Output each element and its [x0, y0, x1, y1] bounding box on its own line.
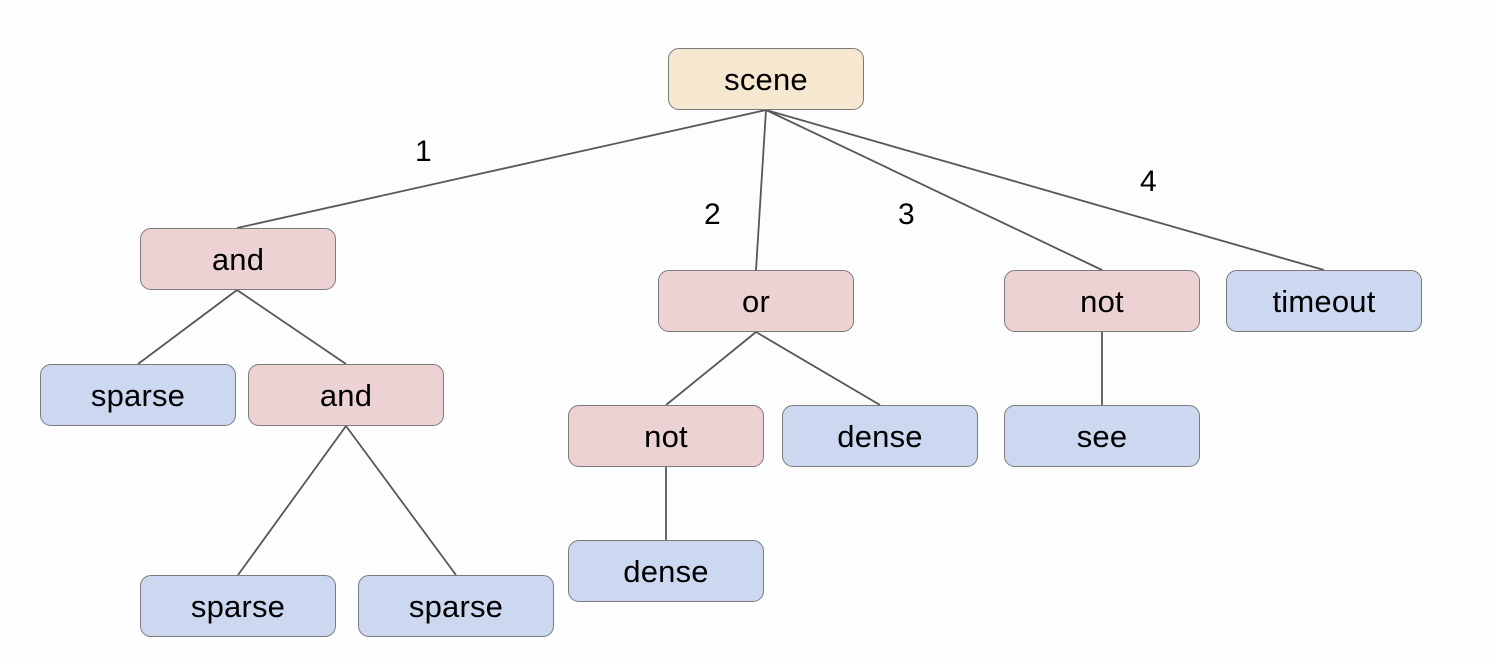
tree-edge [765, 109, 1325, 271]
tree-node-sparse1[interactable]: sparse [40, 364, 236, 426]
tree-node-dense2[interactable]: dense [568, 540, 764, 602]
tree-node-or1[interactable]: or [658, 270, 854, 332]
tree-edge [237, 425, 347, 576]
tree-edge [345, 425, 457, 576]
tree-edge [236, 109, 767, 229]
edge-label: 2 [704, 198, 721, 231]
tree-node-see1[interactable]: see [1004, 405, 1200, 467]
tree-edge [765, 109, 1103, 271]
tree-node-scene[interactable]: scene [668, 48, 864, 110]
tree-node-sparse2[interactable]: sparse [140, 575, 336, 637]
tree-node-and2[interactable]: and [248, 364, 444, 426]
tree-node-timeout1[interactable]: timeout [1226, 270, 1422, 332]
tree-edge [236, 289, 347, 365]
tree-edge [137, 289, 238, 365]
tree-edge [665, 331, 757, 406]
tree-node-not1[interactable]: not [1004, 270, 1200, 332]
tree-node-sparse3[interactable]: sparse [358, 575, 554, 637]
edge-label: 3 [898, 198, 915, 231]
tree-edge [755, 109, 767, 271]
tree-node-and1[interactable]: and [140, 228, 336, 290]
tree-edge [755, 331, 881, 406]
edge-label: 1 [415, 135, 432, 168]
tree-node-not2[interactable]: not [568, 405, 764, 467]
edge-label: 4 [1140, 165, 1157, 198]
tree-node-dense1[interactable]: dense [782, 405, 978, 467]
